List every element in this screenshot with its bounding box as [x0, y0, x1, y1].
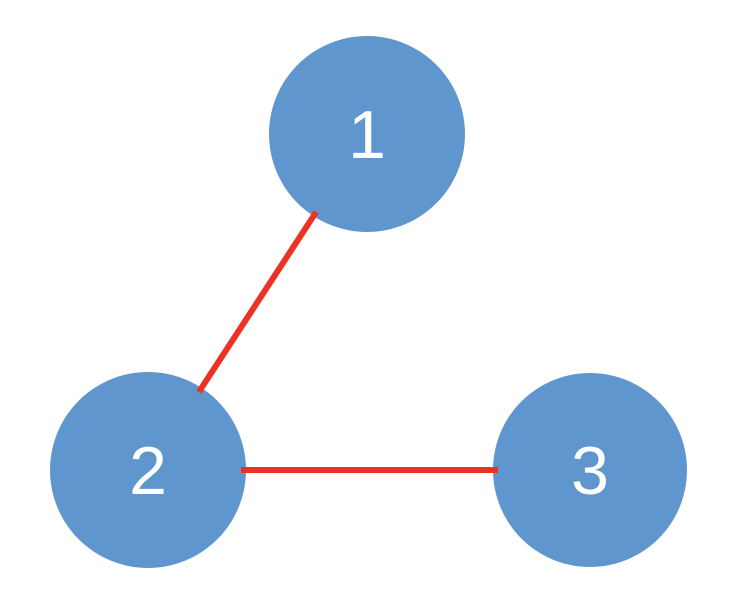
graph-node-1-label: 1	[348, 97, 386, 173]
graph-node-1-circle	[269, 36, 465, 232]
graph-node-2-circle	[50, 372, 246, 568]
graph-node-2-label: 2	[129, 433, 167, 509]
graph-edge-1-2	[196, 210, 319, 394]
graph-node-3-label: 3	[571, 433, 609, 509]
graph-node-3-circle	[493, 373, 687, 567]
